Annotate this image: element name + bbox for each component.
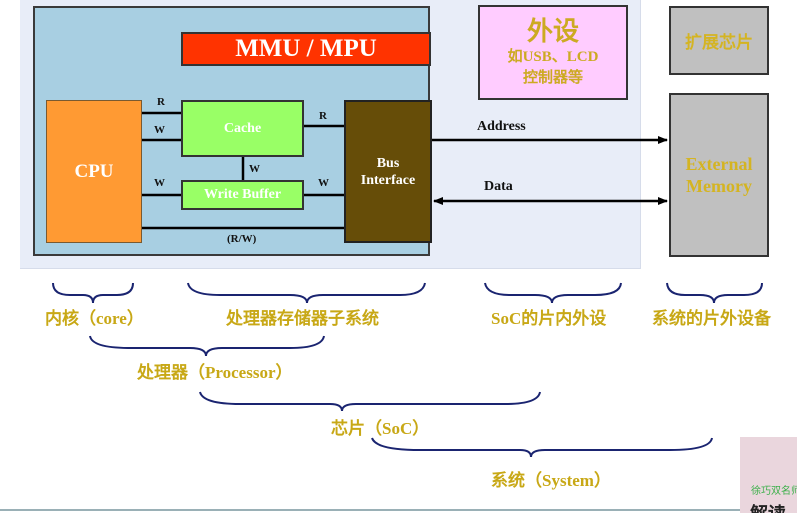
bracket-core [52,282,134,304]
label-mem-subsystem: 处理器存储器子系统 [226,309,379,328]
expansion-chip-label: 扩展芯片 [685,33,753,52]
peripheral-line-1: 如USB、LCD [507,49,599,65]
write-buffer-block: Write Buffer [181,180,304,210]
label-offchip-devices: 系统的片外设备 [652,309,771,328]
signal-label-w: W [318,177,329,189]
data-label: Data [484,179,513,194]
signal-label-r: R [157,96,165,108]
signal-label-r: R [319,110,327,122]
peripheral-title: 外设 [526,17,579,46]
cpu-label: CPU [74,160,114,182]
bus-interface-label-2: Interface [360,172,416,188]
bracket-processor [89,335,325,357]
address-label: Address [477,119,526,134]
thumbnail-caption: 徐巧双名师 [751,486,797,497]
bracket-mem-subsystem [187,282,426,304]
signal-label-w: W [154,177,165,189]
bracket-chip [199,391,541,412]
external-memory-label-1: External [685,154,753,174]
expansion-chip-block: 扩展芯片 [669,6,769,75]
bracket-soc-peripherals [484,282,622,304]
video-thumbnail[interactable]: 徐巧双名师 解读 [740,437,797,513]
mmu-mpu-block: MMU / MPU [181,32,431,66]
label-system: 系统（System） [491,471,611,490]
signal-label-w: W [249,163,260,175]
thumbnail-title: 解读 [750,500,786,513]
cache-block: Cache [181,100,304,157]
bracket-offchip [666,282,763,304]
cache-label: Cache [223,120,262,136]
signal-label-rw: (R/W) [227,233,257,245]
write-buffer-label: Write Buffer [203,187,282,202]
label-chip: 芯片（SoC） [331,419,430,438]
label-processor: 处理器（Processor） [137,363,293,382]
bus-interface-label-1: Bus [376,155,400,171]
mmu-label: MMU / MPU [235,35,377,62]
external-memory-label-2: Memory [686,176,752,196]
peripheral-line-2: 控制器等 [522,70,583,86]
label-core: 内核（core） [45,309,144,328]
bottom-divider [0,509,740,511]
bracket-system [371,437,713,458]
peripheral-block: 外设 如USB、LCD 控制器等 [478,5,628,100]
signal-label-w: W [154,124,165,136]
cpu-block: CPU [46,100,142,243]
label-soc-peripherals: SoC的片内外设 [491,309,607,328]
